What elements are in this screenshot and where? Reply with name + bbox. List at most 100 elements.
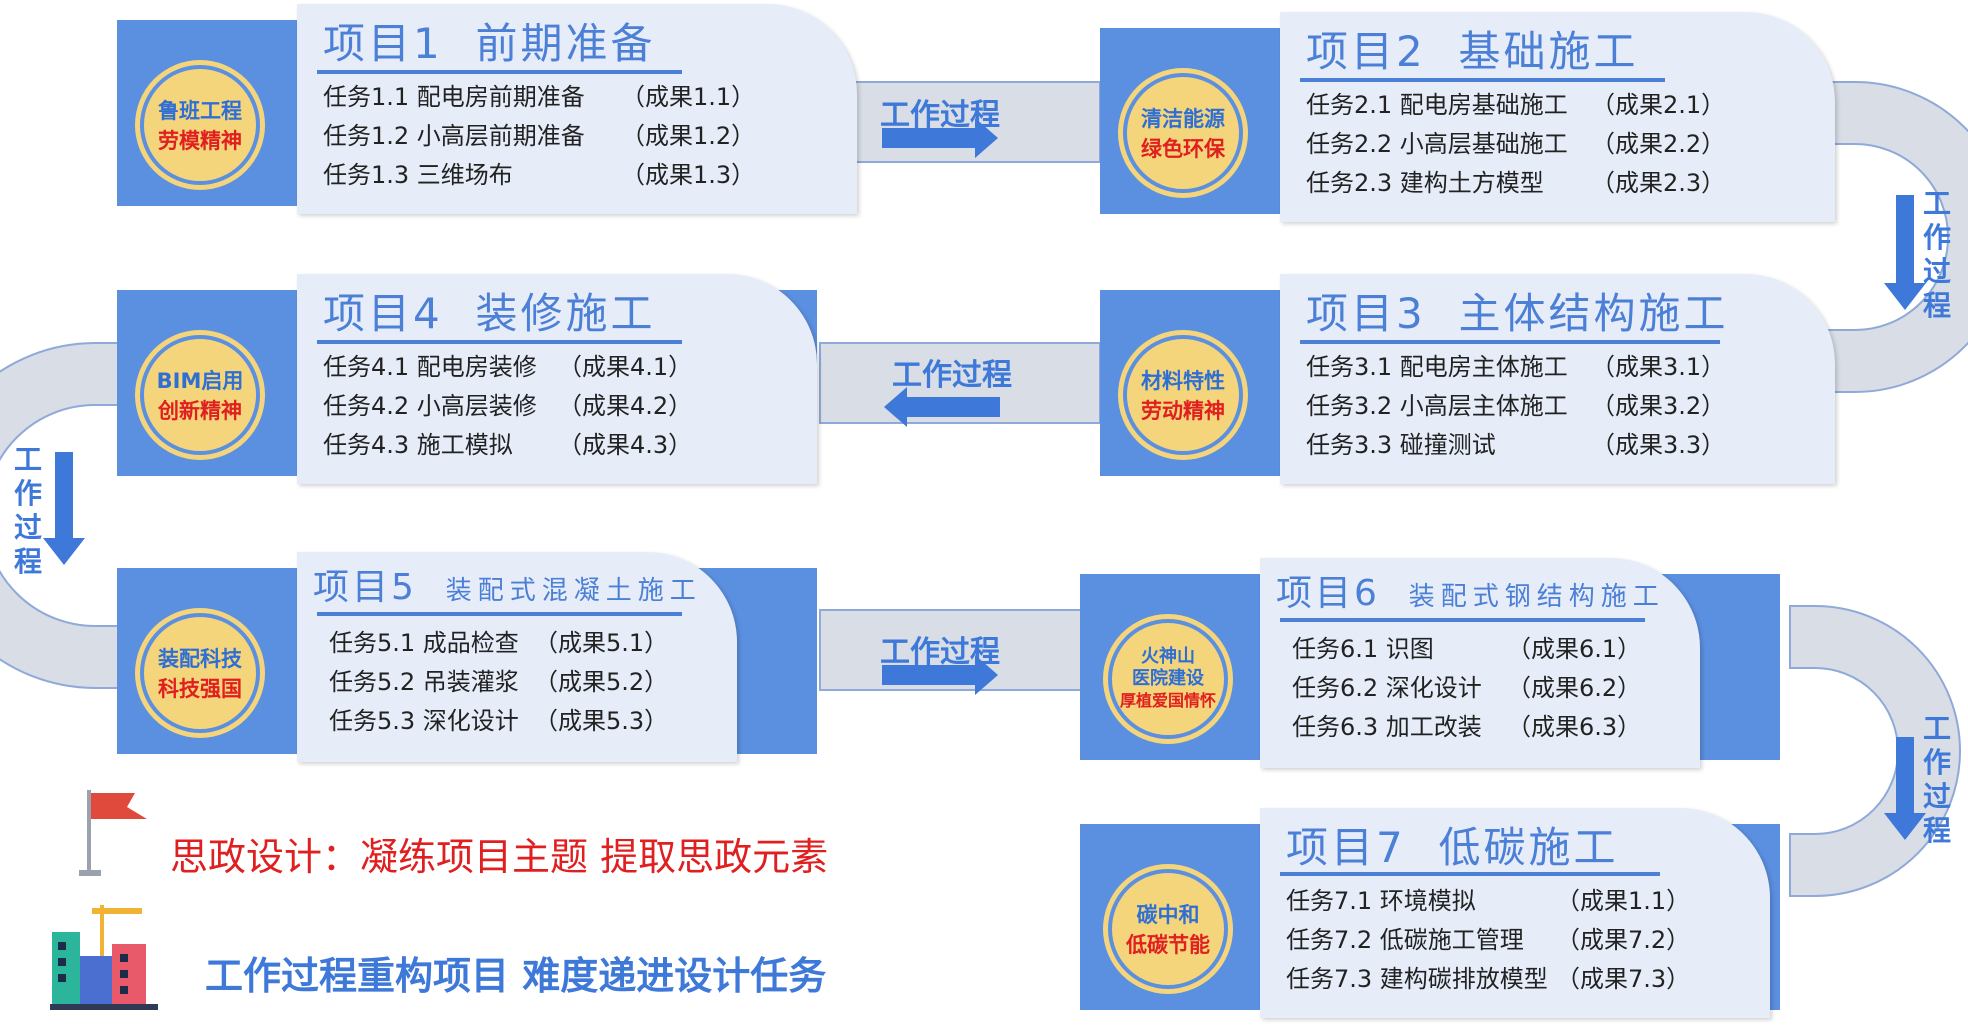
task-list: 任务2.1 配电房基础施工（成果2.1） 任务2.2 小高层基础施工（成果2.2…	[1306, 86, 1725, 203]
project-name: 低碳施工	[1438, 823, 1619, 872]
task-item: 任务5.3 深化设计 （成果5.3）	[329, 702, 668, 741]
project-name: 基础施工	[1458, 27, 1639, 76]
task-label: 任务2.2 小高层基础施工	[1306, 130, 1568, 158]
card-panel: 项目7 低碳施工 任务7.1 环境模拟（成果1.1） 任务7.2 低碳施工管理（…	[1260, 808, 1770, 1018]
project-title: 项目5 装配式混凝土施工	[313, 558, 702, 610]
task-item: 任务1.3 三维场布（成果1.3）	[323, 156, 755, 195]
task-result: （成果1.2）	[621, 122, 756, 150]
task-result: （成果2.3）	[1591, 169, 1726, 197]
theme-badge: 鲁班工程 劳模精神	[140, 65, 260, 185]
flow-char: 作	[13, 477, 42, 510]
project-number: 项目1	[323, 19, 443, 68]
project-title: 项目2 基础施工	[1306, 18, 1638, 79]
badge-spirit: 科技强国	[158, 677, 242, 701]
badge-spirit: 低碳节能	[1126, 933, 1210, 957]
project-number: 项目4	[323, 289, 443, 338]
badge-theme: 鲁班工程	[158, 99, 242, 123]
title-underline	[1280, 618, 1645, 622]
task-result: （成果5.2）	[534, 668, 669, 696]
task-label: 任务7.3 建构碳排放模型	[1286, 965, 1548, 993]
flow-label: 工作过程	[880, 635, 1000, 670]
task-result: （成果3.3）	[1591, 431, 1726, 459]
task-label: 任务5.3 深化设计	[329, 707, 519, 735]
flow-char: 程	[1922, 814, 1951, 847]
theme-badge: 碳中和 低碳节能	[1108, 869, 1228, 989]
arrow-down-icon	[1884, 737, 1926, 840]
task-result: （成果7.2）	[1556, 926, 1691, 954]
task-result: （成果2.1）	[1591, 91, 1726, 119]
flow-char: 工	[1922, 187, 1951, 220]
task-item: 任务1.1 配电房前期准备 （成果1.1）	[323, 78, 755, 117]
task-result: （成果5.3）	[534, 707, 669, 735]
task-item: 任务7.3 建构碳排放模型 （成果7.3）	[1286, 960, 1690, 999]
task-item: 任务3.3 碰撞测试 （成果3.3）	[1306, 426, 1725, 465]
project-number: 项目2	[1306, 27, 1426, 76]
project-name: 装配式钢结构施工	[1408, 582, 1665, 612]
arrow-left-icon	[884, 387, 1000, 427]
task-label: 任务1.2 小高层前期准备	[323, 122, 585, 150]
title-underline	[317, 340, 682, 344]
task-label: 任务1.1 配电房前期准备	[323, 83, 585, 111]
badge-theme: 碳中和	[1136, 903, 1200, 927]
theme-badge: 装配科技 科技强国	[140, 613, 260, 733]
badge-theme: 清洁能源	[1141, 107, 1225, 131]
project-number: 项目6	[1276, 573, 1380, 614]
project-title: 项目6 装配式钢结构施工	[1276, 564, 1665, 616]
title-underline	[1280, 872, 1660, 876]
task-list: 任务5.1 成品检查（成果5.1） 任务5.2 吊装灌浆 （成果5.2） 任务5.…	[329, 624, 668, 741]
theme-badge: 清洁能源 绿色环保	[1123, 73, 1243, 193]
task-item: 任务5.2 吊装灌浆 （成果5.2）	[329, 663, 668, 702]
road-segment-1-2	[819, 81, 1101, 163]
task-result: （成果6.1）	[1507, 635, 1642, 663]
title-underline	[1300, 340, 1720, 344]
task-label: 任务3.2 小高层主体施工	[1306, 392, 1568, 420]
task-item: 任务3.1 配电房主体施工 （成果3.1）	[1306, 348, 1725, 387]
badge-theme: 装配科技	[158, 647, 242, 671]
task-list: 任务4.1 配电房装修（成果4.1） 任务4.2 小高层装修（成果4.2） 任务…	[323, 348, 692, 465]
card-panel: 项目6 装配式钢结构施工 任务6.1 识图（成果6.1） 任务6.2 深化设计 （…	[1260, 558, 1700, 768]
project-name: 主体结构施工	[1458, 289, 1729, 338]
task-result: （成果3.2）	[1591, 392, 1726, 420]
card-panel: 项目4 装修施工 任务4.1 配电房装修（成果4.1） 任务4.2 小高层装修（…	[297, 274, 817, 484]
project-title: 项目3 主体结构施工	[1306, 280, 1728, 341]
flow-char: 工	[13, 443, 42, 476]
project-number: 项目7	[1286, 823, 1406, 872]
road-segment-5-6	[819, 609, 1101, 691]
task-label: 任务5.2 吊装灌浆	[329, 668, 519, 696]
flow-char: 作	[1922, 221, 1951, 254]
flow-char: 过	[13, 511, 42, 544]
badge-theme: BIM启用	[156, 369, 244, 393]
task-result: （成果1.1）	[621, 83, 756, 111]
badge-spirit: 劳动精神	[1141, 399, 1225, 423]
construction-building-icon	[50, 905, 158, 1010]
ideology-design-text: 思政设计：凝练项目主题 提取思政元素	[170, 835, 829, 879]
task-item: 任务6.1 识图（成果6.1）	[1292, 630, 1641, 669]
task-label: 任务6.2 深化设计	[1292, 674, 1482, 702]
task-result: （成果5.1）	[534, 629, 669, 657]
red-flag-icon	[79, 790, 147, 876]
theme-badge: BIM启用 创新精神	[140, 335, 260, 455]
task-result: （成果7.3）	[1556, 965, 1691, 993]
project-title: 项目1 前期准备	[323, 10, 655, 71]
task-label: 任务4.3 施工模拟	[323, 431, 513, 459]
task-label: 任务3.1 配电房主体施工	[1306, 353, 1568, 381]
title-underline	[1300, 78, 1665, 82]
task-result: （成果4.2）	[558, 392, 693, 420]
task-item: 任务5.1 成品检查（成果5.1）	[329, 624, 668, 663]
flow-char: 作	[1922, 746, 1951, 779]
card-panel: 项目1 前期准备 任务1.1 配电房前期准备 （成果1.1） 任务1.2 小高层前…	[297, 4, 857, 214]
task-item: 任务2.2 小高层基础施工 （成果2.2）	[1306, 125, 1725, 164]
task-label: 任务6.3 加工改装	[1292, 713, 1482, 741]
title-underline	[317, 612, 682, 616]
task-result: （成果3.1）	[1591, 353, 1726, 381]
badge-spirit: 厚植爱国情怀	[1119, 691, 1216, 710]
badge-spirit: 创新精神	[158, 399, 242, 423]
task-label: 任务4.2 小高层装修	[323, 392, 537, 420]
flow-char: 工	[1922, 712, 1951, 745]
task-result: （成果2.2）	[1591, 130, 1726, 158]
arrow-right-icon	[882, 655, 998, 695]
task-result: （成果6.3）	[1507, 713, 1642, 741]
task-label: 任务3.3 碰撞测试	[1306, 431, 1496, 459]
arrow-right-icon	[882, 118, 998, 158]
